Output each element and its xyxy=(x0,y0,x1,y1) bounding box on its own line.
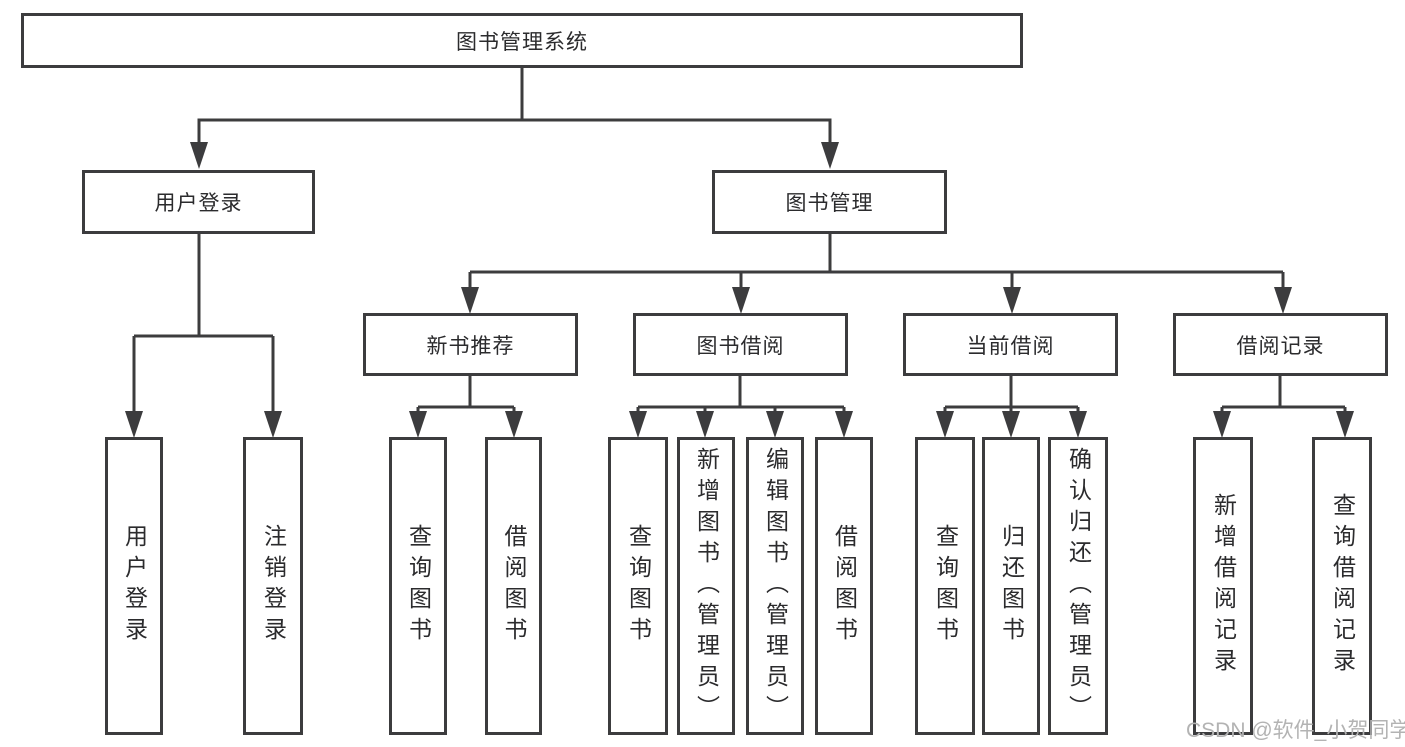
arrowheads xyxy=(125,142,1354,438)
node-label: 确认归还（管理员） xyxy=(1065,446,1092,726)
node-add-book-admin: 新增图书（管理员） xyxy=(677,437,735,735)
node-current-borrow: 当前借阅 xyxy=(903,313,1118,376)
node-borrow-records: 借阅记录 xyxy=(1173,313,1388,376)
node-label: 新书推荐 xyxy=(426,334,515,358)
node-label: 归还图书 xyxy=(998,524,1025,648)
edge-new-book xyxy=(416,376,516,414)
node-label: 图书管理系统 xyxy=(456,30,588,54)
node-label: 新增借阅记录 xyxy=(1210,493,1237,679)
node-label: 借阅图书 xyxy=(831,524,858,648)
node-query-books-borrow: 查询图书 xyxy=(608,437,668,735)
edge-book-management xyxy=(468,233,1285,290)
node-label: 借阅图书 xyxy=(501,524,527,648)
node-logout: 注销登录 xyxy=(243,437,303,735)
node-label: 注销登录 xyxy=(260,524,287,648)
edge-root xyxy=(197,68,832,146)
node-label: 新增图书（管理员） xyxy=(693,446,720,726)
node-label: 查询图书 xyxy=(932,524,959,648)
node-query-books-current: 查询图书 xyxy=(915,437,975,735)
node-edit-book-admin: 编辑图书（管理员） xyxy=(746,437,804,735)
node-label: 用户登录 xyxy=(154,192,243,215)
node-label: 查询图书 xyxy=(405,524,432,648)
node-new-book-recommend: 新书推荐 xyxy=(363,313,578,376)
node-borrow-book: 借阅图书 xyxy=(815,437,873,735)
node-label: 图书管理 xyxy=(785,192,874,215)
node-book-management: 图书管理 xyxy=(712,170,947,234)
node-label: 查询借阅记录 xyxy=(1329,493,1356,679)
node-query-books-recommend: 查询图书 xyxy=(389,437,447,735)
node-label: 用户登录 xyxy=(121,524,148,648)
node-label: 图书借阅 xyxy=(696,334,785,358)
node-return-book: 归还图书 xyxy=(982,437,1040,735)
edge-borrow-records xyxy=(1220,376,1347,414)
node-add-borrow-record: 新增借阅记录 xyxy=(1193,437,1253,735)
node-library-system: 图书管理系统 xyxy=(21,13,1023,68)
csdn-watermark: CSDN @软件_小贺同学 xyxy=(1186,719,1405,742)
node-label: 编辑图书（管理员） xyxy=(762,446,789,726)
node-query-borrow-record: 查询借阅记录 xyxy=(1312,437,1372,735)
node-user-login-leaf: 用户登录 xyxy=(105,437,163,735)
node-borrow-book-recommend: 借阅图书 xyxy=(485,437,542,735)
node-label: 借阅记录 xyxy=(1236,334,1325,358)
node-label: 当前借阅 xyxy=(966,334,1055,358)
node-confirm-return-admin: 确认归还（管理员） xyxy=(1048,437,1108,735)
edge-current-borrow xyxy=(943,376,1080,414)
edge-book-borrow xyxy=(636,376,846,414)
node-label: 查询图书 xyxy=(625,524,652,648)
edge-user-login xyxy=(132,233,275,414)
node-book-borrow: 图书借阅 xyxy=(633,313,848,376)
node-user-login: 用户登录 xyxy=(82,170,315,234)
